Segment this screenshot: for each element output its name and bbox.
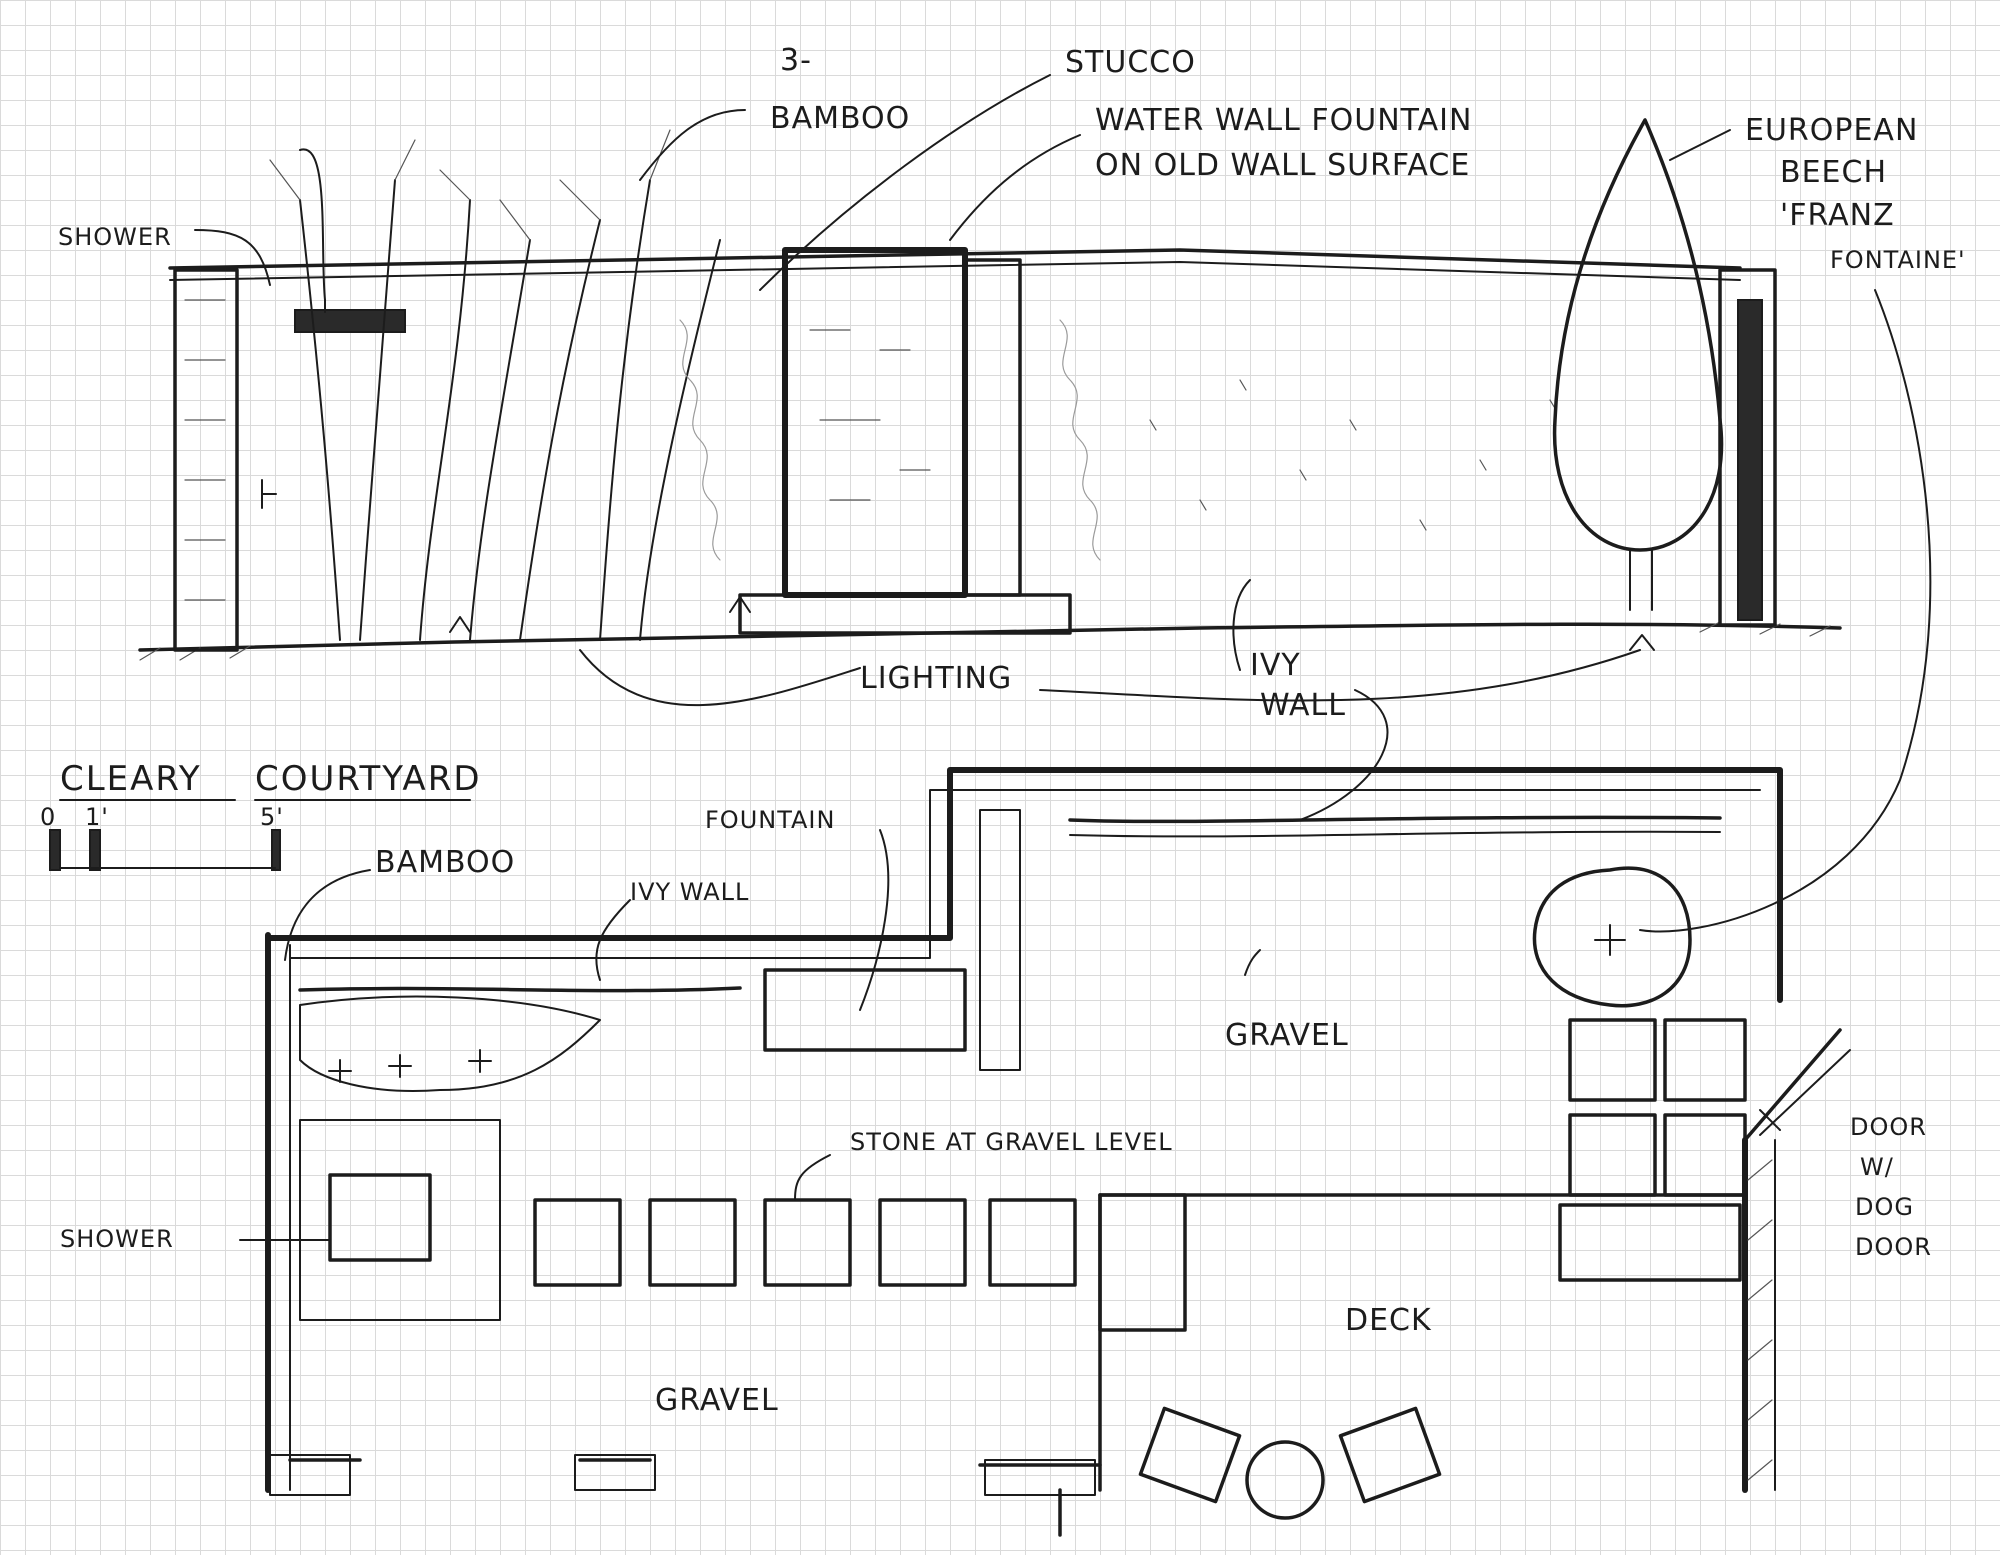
elevation-ground-line	[138, 622, 1842, 652]
label-fountain: FOUNTAIN	[705, 806, 835, 834]
label-ivy-wall-elev-2: WALL	[1260, 688, 1346, 723]
label-deck: DECK	[1345, 1303, 1432, 1338]
chair-left	[1138, 1406, 1242, 1504]
label-gravel-lower: GRAVEL	[655, 1383, 779, 1418]
label-water-wall-2: ON OLD WALL SURFACE	[1095, 148, 1470, 183]
label-water-wall-1: WATER WALL FOUNTAIN	[1095, 103, 1472, 138]
chair-right	[1338, 1406, 1442, 1504]
label-bamboo-num: 3-	[780, 43, 812, 78]
label-beech-3: 'FRANZ	[1780, 198, 1895, 233]
label-door-3: DOG	[1855, 1193, 1914, 1221]
elevation-view	[138, 74, 1842, 821]
plan-bottom-wall	[269, 1454, 1102, 1537]
plan-furniture	[1138, 1406, 1442, 1520]
elevation-leaders	[194, 74, 1731, 821]
scale-label-1: 1'	[85, 803, 109, 831]
elevation-labels: SHOWER 3- BAMBOO STUCCO WATER WALL FOUNT…	[58, 43, 1966, 723]
left-pier	[173, 268, 277, 652]
right-pier	[1718, 268, 1777, 627]
uplights	[449, 596, 1655, 651]
label-lighting: LIGHTING	[860, 661, 1012, 696]
label-beech-2: BEECH	[1780, 155, 1887, 190]
label-beech-4: FONTAINE'	[1830, 246, 1966, 274]
stepping-stones	[533, 1018, 1747, 1287]
plan-view	[239, 289, 1932, 1537]
plan-labels: BAMBOO IVY WALL FOUNTAIN GRAVEL STONE AT…	[60, 806, 1932, 1418]
label-shower-elev: SHOWER	[58, 223, 172, 251]
shower-head	[294, 148, 406, 333]
plan-shower-pad	[328, 1173, 432, 1262]
label-stucco: STUCCO	[1065, 45, 1196, 80]
elevation-wall-cap	[168, 248, 1742, 270]
label-gravel-upper: GRAVEL	[1225, 1018, 1349, 1053]
label-door-1: DOOR	[1850, 1113, 1927, 1141]
label-bamboo-plan: BAMBOO	[375, 845, 515, 880]
label-beech-1: EUROPEAN	[1745, 113, 1918, 148]
scale-label-0: 0	[40, 803, 56, 831]
label-door-4: DOOR	[1855, 1233, 1932, 1261]
title-block: CLEARY COURTYARD 0 1' 5'	[40, 759, 482, 871]
label-door-2: W/	[1860, 1153, 1894, 1181]
plan-deck	[1098, 1193, 1747, 1492]
bamboo-clump	[269, 129, 721, 641]
plan-ivy-band-upper	[1068, 815, 1722, 824]
scale-label-5: 5'	[260, 803, 284, 831]
ivy-wall-texture	[679, 319, 1557, 561]
plan-beech-tree	[1532, 866, 1692, 1008]
label-shower-plan: SHOWER	[60, 1225, 174, 1253]
label-ivy-wall-plan: IVY WALL	[630, 878, 749, 906]
plan-bamboo-bed	[299, 995, 601, 1092]
plan-leaders	[239, 289, 1932, 1241]
plan-door	[1743, 1028, 1851, 1142]
plan-wall-top	[265, 767, 1783, 1003]
plan-ivy-band-lower	[298, 986, 742, 993]
round-table	[1245, 1440, 1325, 1520]
water-wall-fountain	[738, 247, 1072, 635]
scale-bar: 0 1' 5'	[40, 803, 284, 871]
label-stone-note: STONE AT GRAVEL LEVEL	[850, 1128, 1173, 1156]
title-word-1: CLEARY	[60, 759, 202, 799]
label-bamboo-elev: BAMBOO	[770, 101, 910, 136]
title-word-2: COURTYARD	[255, 759, 482, 799]
european-beech-tree	[1552, 118, 1724, 611]
label-ivy-wall-elev-1: IVY	[1250, 648, 1301, 683]
plan-fountain-basin	[763, 968, 967, 1052]
